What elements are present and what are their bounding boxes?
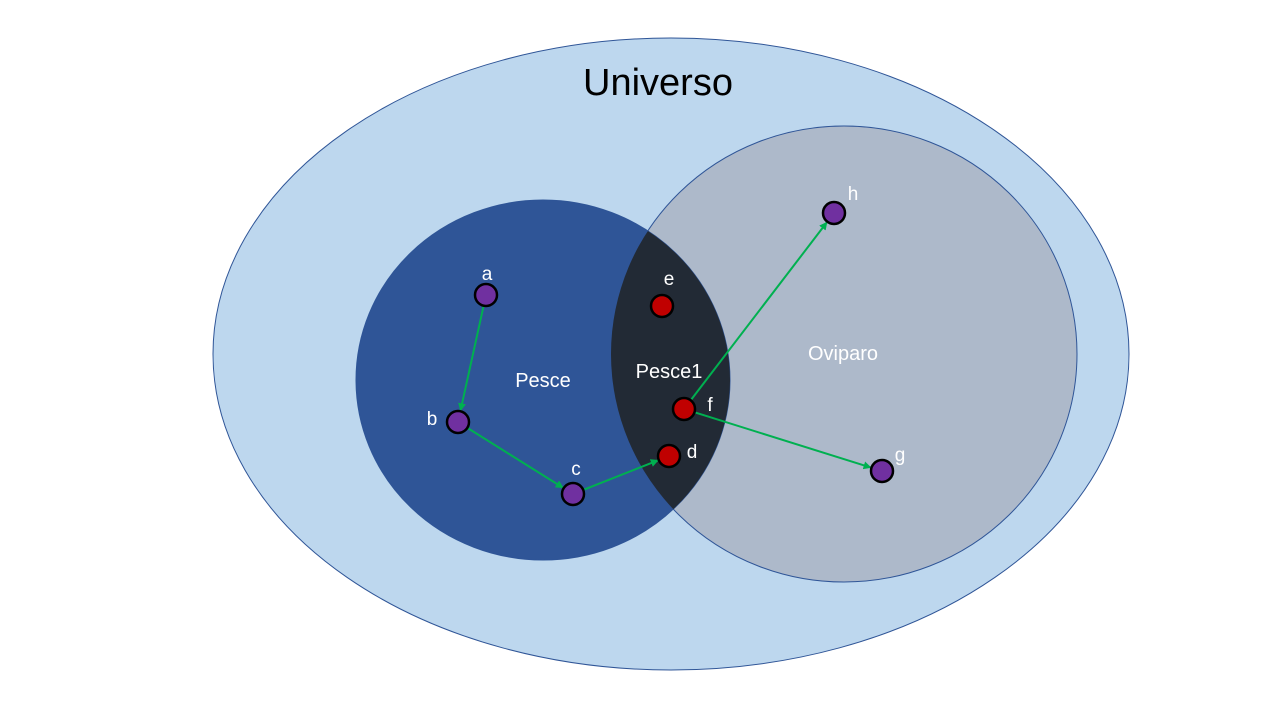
node-h-dot [821,200,847,226]
node-g-label: g [895,445,906,466]
edge-f-to-g [695,411,872,470]
nodes-layer: a b c d e f g h [427,184,906,507]
pesce1-label: Pesce1 [636,361,703,383]
node-d: d [656,442,698,469]
node-c-label: c [571,459,581,480]
universe-title: Universo [583,62,733,104]
node-c: c [560,459,586,507]
edge-a-to-b [458,306,485,412]
node-c-dot [560,481,586,507]
edges-layer [458,221,872,491]
node-a: a [473,264,499,308]
node-e: e [649,269,675,319]
node-f-label: f [707,395,713,416]
edge-c-to-d [583,459,659,491]
node-f: f [671,395,713,422]
node-g: g [869,445,906,484]
node-b-label: b [427,409,438,430]
pesce-label: Pesce [515,370,571,392]
node-e-label: e [664,269,675,290]
node-h: h [821,184,859,226]
oviparo-label: Oviparo [808,343,878,365]
node-a-label: a [482,264,493,285]
node-f-dot [671,396,697,422]
node-g-dot [869,458,895,484]
node-b: b [427,409,471,435]
edge-f-to-h [690,221,828,401]
node-a-dot [473,282,499,308]
node-h-label: h [848,184,859,205]
node-b-dot [445,409,471,435]
edge-b-to-c [467,427,564,489]
node-e-dot [649,293,675,319]
node-d-label: d [687,442,698,463]
node-d-dot [656,443,682,469]
